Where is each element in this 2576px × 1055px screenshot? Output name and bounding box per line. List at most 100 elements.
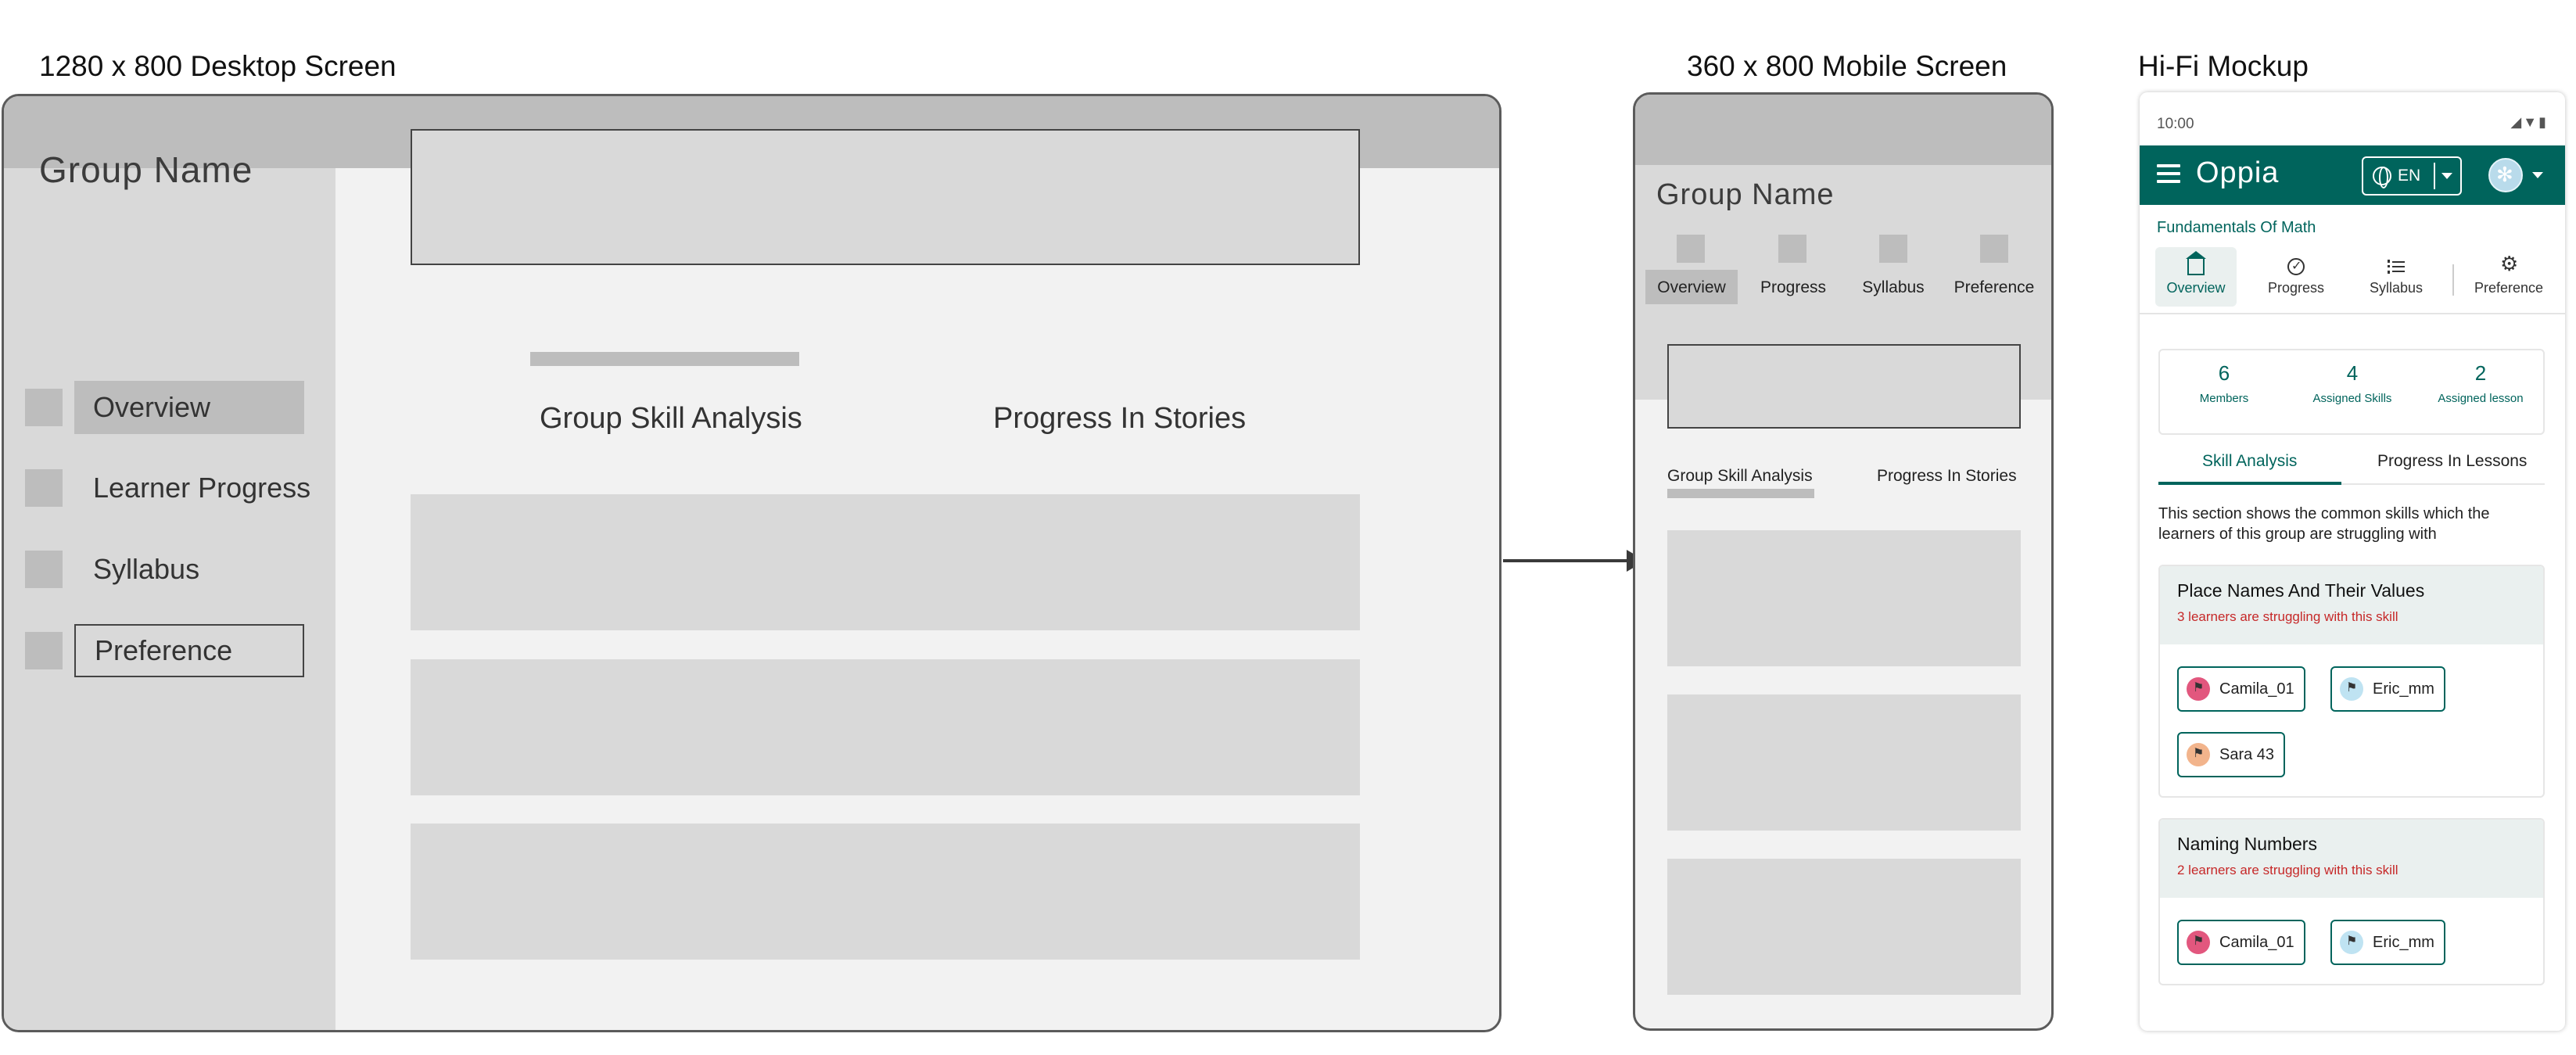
hifi-nav-progress[interactable]: Progress [2255, 247, 2337, 307]
skill-struggle-count: 3 learners are struggling with this skil… [2177, 609, 2398, 624]
learner-chip[interactable]: Camila_01 [2177, 666, 2305, 712]
stat-members: 6 Members [2160, 361, 2288, 405]
mobile-section-label: 360 x 800 Mobile Screen [1687, 50, 2007, 82]
hifi-nav-overview-label: Overview [2166, 279, 2226, 296]
learner-avatar [2187, 743, 2210, 766]
learner-progress-icon-placeholder [25, 469, 63, 507]
learner-avatar [2187, 677, 2210, 701]
app-bar: Oppia EN [2140, 145, 2565, 205]
hifi-nav-syllabus-label: Syllabus [2369, 279, 2424, 296]
learner-chip[interactable]: Sara 43 [2177, 732, 2286, 777]
tab-active-indicator [2158, 482, 2341, 485]
mobile-tab-indicator [1667, 489, 1814, 498]
tab-skill-analysis[interactable]: Skill Analysis [2202, 452, 2298, 470]
hifi-mockup: 10:00 ◢▼▮ Oppia EN Fundamentals Of Math … [2140, 92, 2565, 1031]
syllabus-icon-placeholder [25, 551, 63, 588]
globe-icon [2373, 167, 2391, 188]
progress-check-icon [2287, 257, 2305, 275]
desktop-nav-preference[interactable]: Preference [74, 624, 304, 677]
stat-lesson-value: 2 [2474, 361, 2487, 385]
mobile-topbar [1635, 95, 2051, 165]
hifi-nav-preference-label: Preference [2474, 279, 2544, 296]
desktop-group-name: Group Name [39, 149, 253, 190]
section-description: This section shows the common skills whi… [2158, 505, 2490, 543]
desktop-nav-overview[interactable]: Overview [74, 381, 304, 434]
hifi-nav-preference[interactable]: Preference [2460, 247, 2557, 307]
desktop-nav-learner-progress[interactable]: Learner Progress [93, 472, 311, 504]
hifi-nav-overview[interactable]: Overview [2155, 247, 2237, 307]
mobile-card-placeholder [1667, 530, 2021, 666]
preference-icon-placeholder [1980, 235, 2008, 263]
skill-title: Naming Numbers [2177, 834, 2317, 854]
mobile-nav-progress[interactable]: Progress [1760, 278, 1827, 296]
learner-avatar [2187, 931, 2210, 954]
syllabus-icon-placeholder [1879, 235, 1907, 263]
desktop-tab-indicator [530, 352, 799, 366]
progress-icon-placeholder [1778, 235, 1806, 263]
preference-icon-placeholder [25, 632, 63, 669]
mobile-banner-placeholder [1667, 344, 2021, 429]
skill-struggle-count: 2 learners are struggling with this skil… [2177, 863, 2398, 877]
signal-wifi-battery-icon: ◢▼▮ [2510, 114, 2548, 130]
skill-card[interactable]: Place Names And Their Values 3 learners … [2158, 565, 2545, 798]
skill-card-header: Naming Numbers 2 learners are struggling… [2160, 820, 2543, 898]
learner-chip[interactable]: Camila_01 [2177, 920, 2305, 965]
stat-assigned-skills: 4 Assigned Skills [2288, 361, 2416, 405]
hifi-section-label: Hi-Fi Mockup [2138, 50, 2309, 82]
skill-card[interactable]: Naming Numbers 2 learners are struggling… [2158, 818, 2545, 985]
home-icon [2186, 250, 2206, 275]
mobile-nav-active-bg [1645, 270, 1738, 304]
mobile-nav-preference[interactable]: Preference [1954, 278, 2035, 296]
desktop-section-label: 1280 x 800 Desktop Screen [39, 50, 396, 82]
gear-icon [2500, 253, 2518, 275]
hifi-nav-progress-label: Progress [2267, 279, 2325, 296]
stat-lesson-label: Assigned lesson [2438, 392, 2524, 405]
learner-name: Sara 43 [2219, 745, 2275, 763]
status-bar: 10:00 ◢▼▮ [2140, 92, 2565, 145]
list-icon [2388, 258, 2405, 275]
mobile-group-name: Group Name [1656, 178, 1835, 211]
learner-name: Camila_01 [2219, 680, 2294, 698]
desktop-card-placeholder [411, 659, 1360, 795]
desktop-nav-syllabus[interactable]: Syllabus [93, 553, 200, 585]
learner-avatar [2340, 931, 2363, 954]
stat-assigned-lesson: 2 Assigned lesson [2416, 361, 2545, 405]
transition-arrow-line [1503, 559, 1628, 562]
group-stats-card: 6 Members 4 Assigned Skills 2 Assigned l… [2158, 349, 2545, 435]
hamburger-menu-icon[interactable] [2157, 164, 2180, 185]
skill-card-header: Place Names And Their Values 3 learners … [2160, 566, 2543, 644]
stat-members-value: 6 [2218, 361, 2230, 385]
skill-title: Place Names And Their Values [2177, 580, 2425, 601]
mobile-tab-group-skill-analysis[interactable]: Group Skill Analysis [1667, 467, 1813, 485]
desktop-tab-group-skill-analysis[interactable]: Group Skill Analysis [540, 402, 802, 435]
desktop-sidebar [4, 168, 335, 1030]
hifi-nav-syllabus[interactable]: Syllabus [2355, 247, 2437, 307]
learner-chip[interactable]: Eric_mm [2330, 920, 2445, 965]
hifi-nav-bar: Overview Progress Syllabus Preference [2140, 247, 2565, 314]
desktop-card-placeholder [411, 824, 1360, 960]
learner-name: Eric_mm [2373, 680, 2434, 698]
mobile-nav-overview[interactable]: Overview [1657, 278, 1726, 296]
mobile-card-placeholder [1667, 859, 2021, 995]
learner-avatar [2340, 677, 2363, 701]
profile-avatar[interactable] [2488, 158, 2523, 192]
stat-skills-label: Assigned Skills [2312, 392, 2392, 405]
language-divider [2434, 163, 2435, 189]
course-title: Fundamentals Of Math [2157, 219, 2316, 236]
desktop-card-placeholder [411, 494, 1360, 630]
mobile-card-placeholder [1667, 694, 2021, 831]
learner-name: Eric_mm [2373, 933, 2434, 951]
language-selector[interactable]: EN [2362, 156, 2462, 196]
tab-progress-in-lessons[interactable]: Progress In Lessons [2377, 452, 2528, 470]
mobile-nav-syllabus[interactable]: Syllabus [1862, 278, 1925, 296]
overview-icon-placeholder [1677, 235, 1705, 263]
status-time: 10:00 [2157, 116, 2194, 132]
desktop-banner-placeholder [411, 129, 1360, 265]
chevron-down-icon[interactable] [2532, 172, 2543, 178]
overview-icon-placeholder [25, 389, 63, 426]
nav-divider [2452, 264, 2454, 296]
learner-chip[interactable]: Eric_mm [2330, 666, 2445, 712]
desktop-tab-progress-in-stories[interactable]: Progress In Stories [993, 402, 1247, 435]
app-logo[interactable]: Oppia [2196, 156, 2280, 189]
mobile-tab-progress-in-stories[interactable]: Progress In Stories [1877, 467, 2017, 485]
